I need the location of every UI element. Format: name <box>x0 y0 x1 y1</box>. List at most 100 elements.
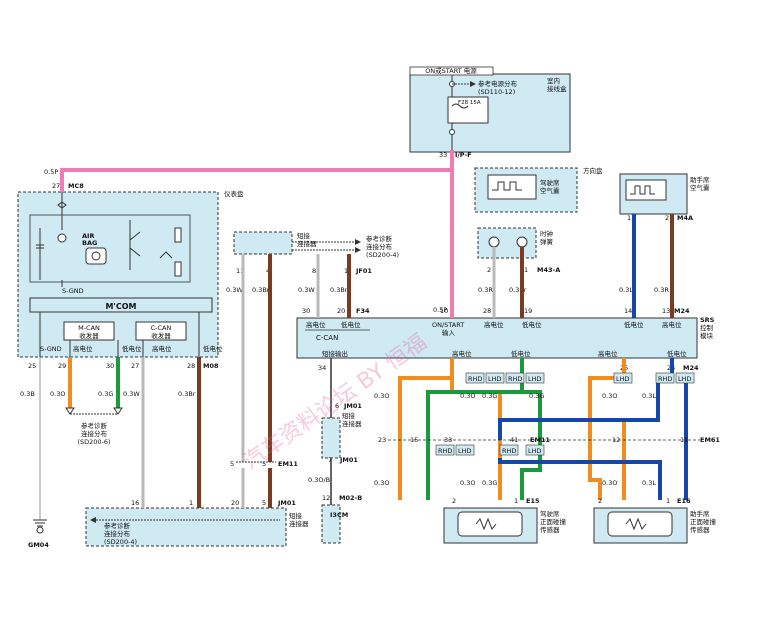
cluster-wire-3: 0.3G <box>98 390 113 398</box>
tag-rhd-2: RHD <box>508 375 522 383</box>
i3cm-pin-bottom: 12 <box>322 494 330 502</box>
cluster-wire-2: 0.3O <box>50 390 65 398</box>
sensor-left-line-1: 驾驶席 <box>540 509 560 518</box>
driver-airbag-line-1: 驾驶席 <box>540 178 560 187</box>
passenger-wire-1: 0.3L <box>619 286 633 294</box>
jc-top-pin-1: 11 <box>236 267 244 275</box>
passenger-connector: M4A <box>677 214 693 222</box>
steering-wire-1: 0.3R <box>478 286 493 294</box>
rhd-lhd-tags: RHD LHD RHD LHD LHD RHD LHD RHD LHD RHD … <box>435 372 695 456</box>
jm01-ref-1: 短接 <box>342 411 356 420</box>
clockspring-icon-2 <box>516 236 528 248</box>
diag-ref-left-3: (SD200-6) <box>77 438 110 446</box>
junction-ref-3: (SD200-4) <box>104 538 137 546</box>
srs-pin-3: 10 <box>440 307 448 315</box>
bottom-junction: 5 5 EM11 16 1 20 5 JM01 短接 连接器 参考诊断 连接分布… <box>90 460 309 546</box>
cluster-pin-2: 29 <box>58 362 66 370</box>
jm01-connector-top: JM01 <box>343 402 362 410</box>
driver-airbag-line-2: 空气囊 <box>540 186 560 195</box>
transistor-icon <box>129 231 141 257</box>
srs-power-wire-label: 0.5P <box>433 306 447 314</box>
i3cm-connector-bottom: M02-B <box>339 494 362 502</box>
fuse-element <box>447 96 489 124</box>
instrument-cluster: 仪表盘 AIR BAG S-GND M'COM M-CAN 收发器 C-CAN … <box>28 189 244 370</box>
airbag-icon-text-2: BAG <box>82 239 97 247</box>
ground-icon <box>36 526 44 534</box>
wire-label-4: 0.3G <box>529 392 544 400</box>
srs-label-top-3: ON/START <box>432 321 464 329</box>
sensor-left-line-3: 传感器 <box>540 525 560 534</box>
cluster-panel <box>17 191 219 358</box>
mid-pin-3: 33 <box>444 436 452 444</box>
steering-pin-1: 2 <box>487 266 491 274</box>
cluster-sgnd: S-GND <box>62 287 84 295</box>
wire-label-10: 0.3O <box>602 479 617 487</box>
arrow-down-icon <box>65 407 75 415</box>
srs-label-bottom-1: 高电位 <box>452 349 472 358</box>
srs-pin-4: 28 <box>483 307 491 315</box>
fuse-reference: 参考电源分布 <box>478 79 518 88</box>
srs-ccan-label: C-CAN <box>316 334 338 342</box>
steering-pin-2: 1 <box>524 266 528 274</box>
srs-module-panel <box>296 317 698 359</box>
sensor-left-pin-1: 2 <box>452 497 456 505</box>
srs-label-top-1: 高电位 <box>306 320 326 329</box>
sensor-resistor-icon <box>475 517 497 531</box>
cluster-pin-label-3: 低电位 <box>122 344 142 353</box>
steering-connector: M43-A <box>537 266 560 274</box>
jc-top-wire-2: 0.3Br <box>252 286 270 294</box>
diag-ref-left-1: 参考诊断 <box>81 421 108 430</box>
mid-pin-6: 11 <box>680 436 688 444</box>
srs-module-line-3: 模块 <box>700 331 714 340</box>
mid-pin-1: 23 <box>378 436 386 444</box>
junction-pin-3: 16 <box>131 499 139 507</box>
passenger-airbag-box <box>625 179 667 201</box>
i3cm-panel <box>321 504 341 544</box>
srs-connector-right: M24 <box>674 307 690 315</box>
srs-label-bottom-2: 低电位 <box>511 349 531 358</box>
tag-lhd-3: LHD <box>616 375 630 383</box>
jc-top-ref-1: 参考诊断 <box>366 234 393 243</box>
mcan-line-1: M-CAN <box>78 324 100 332</box>
mid-connector-right: EM61 <box>700 436 720 444</box>
arrow-left-icon <box>90 517 96 523</box>
junction-label-1: 短接 <box>289 511 303 520</box>
mid-pin-2: 15 <box>410 436 418 444</box>
jc-top-pin-4: 1 <box>344 267 348 275</box>
mid-pin-5: 12 <box>612 436 620 444</box>
fuse-reference-code: (SD110-12) <box>478 88 515 96</box>
junction-pin-2: 5 <box>262 460 266 468</box>
arrow-down-icon-2 <box>113 407 123 415</box>
tag-lhd-2: LHD <box>528 375 542 383</box>
srs-module-line-2: 控制 <box>700 323 714 332</box>
mid-pin-4: 41 <box>510 436 518 444</box>
sensor-right-line-1: 助手席 <box>690 509 710 518</box>
cluster-wire-5: 0.3Br <box>178 390 196 398</box>
sensor-right-line-3: 传感器 <box>690 525 710 534</box>
fuse-power-header: ON或START 电源 <box>425 66 477 75</box>
ccan-line-2: 收发器 <box>151 331 171 340</box>
arrow-right-icon-3 <box>355 247 361 253</box>
jc-top-side-1: 短接 <box>297 231 311 240</box>
airbag-icon-text-1: AIR <box>82 232 94 240</box>
jm01-connector-mid: JM01 <box>339 456 358 464</box>
srs-pin-5: 19 <box>524 307 532 315</box>
ccan-line-1: C-CAN <box>151 324 172 332</box>
srs-label-top-7: 低电位 <box>624 320 644 329</box>
sensor-right-pin-2: 1 <box>666 497 670 505</box>
jc-top-ref-3: (SD200-4) <box>366 251 399 259</box>
fuse-pin: 33 <box>439 151 447 159</box>
jm01-pin-mid: 7 <box>328 456 332 464</box>
junction-pin-5: 20 <box>231 499 239 507</box>
junction-ref-1: 参考诊断 <box>104 521 131 530</box>
srs-pin-bottom-1: 34 <box>318 364 326 372</box>
cluster-pin-top: 27 <box>52 182 60 190</box>
srs-label-bottom-4: 低电位 <box>667 349 687 358</box>
i3cm-label: I3CM <box>330 511 348 519</box>
jm01-ref-2: 连接器 <box>342 419 362 428</box>
micom-box <box>29 297 213 313</box>
srs-pin-6: 14 <box>624 307 632 315</box>
wire-label-3: 0.3G <box>482 392 497 400</box>
mcan-transceiver <box>63 321 115 341</box>
